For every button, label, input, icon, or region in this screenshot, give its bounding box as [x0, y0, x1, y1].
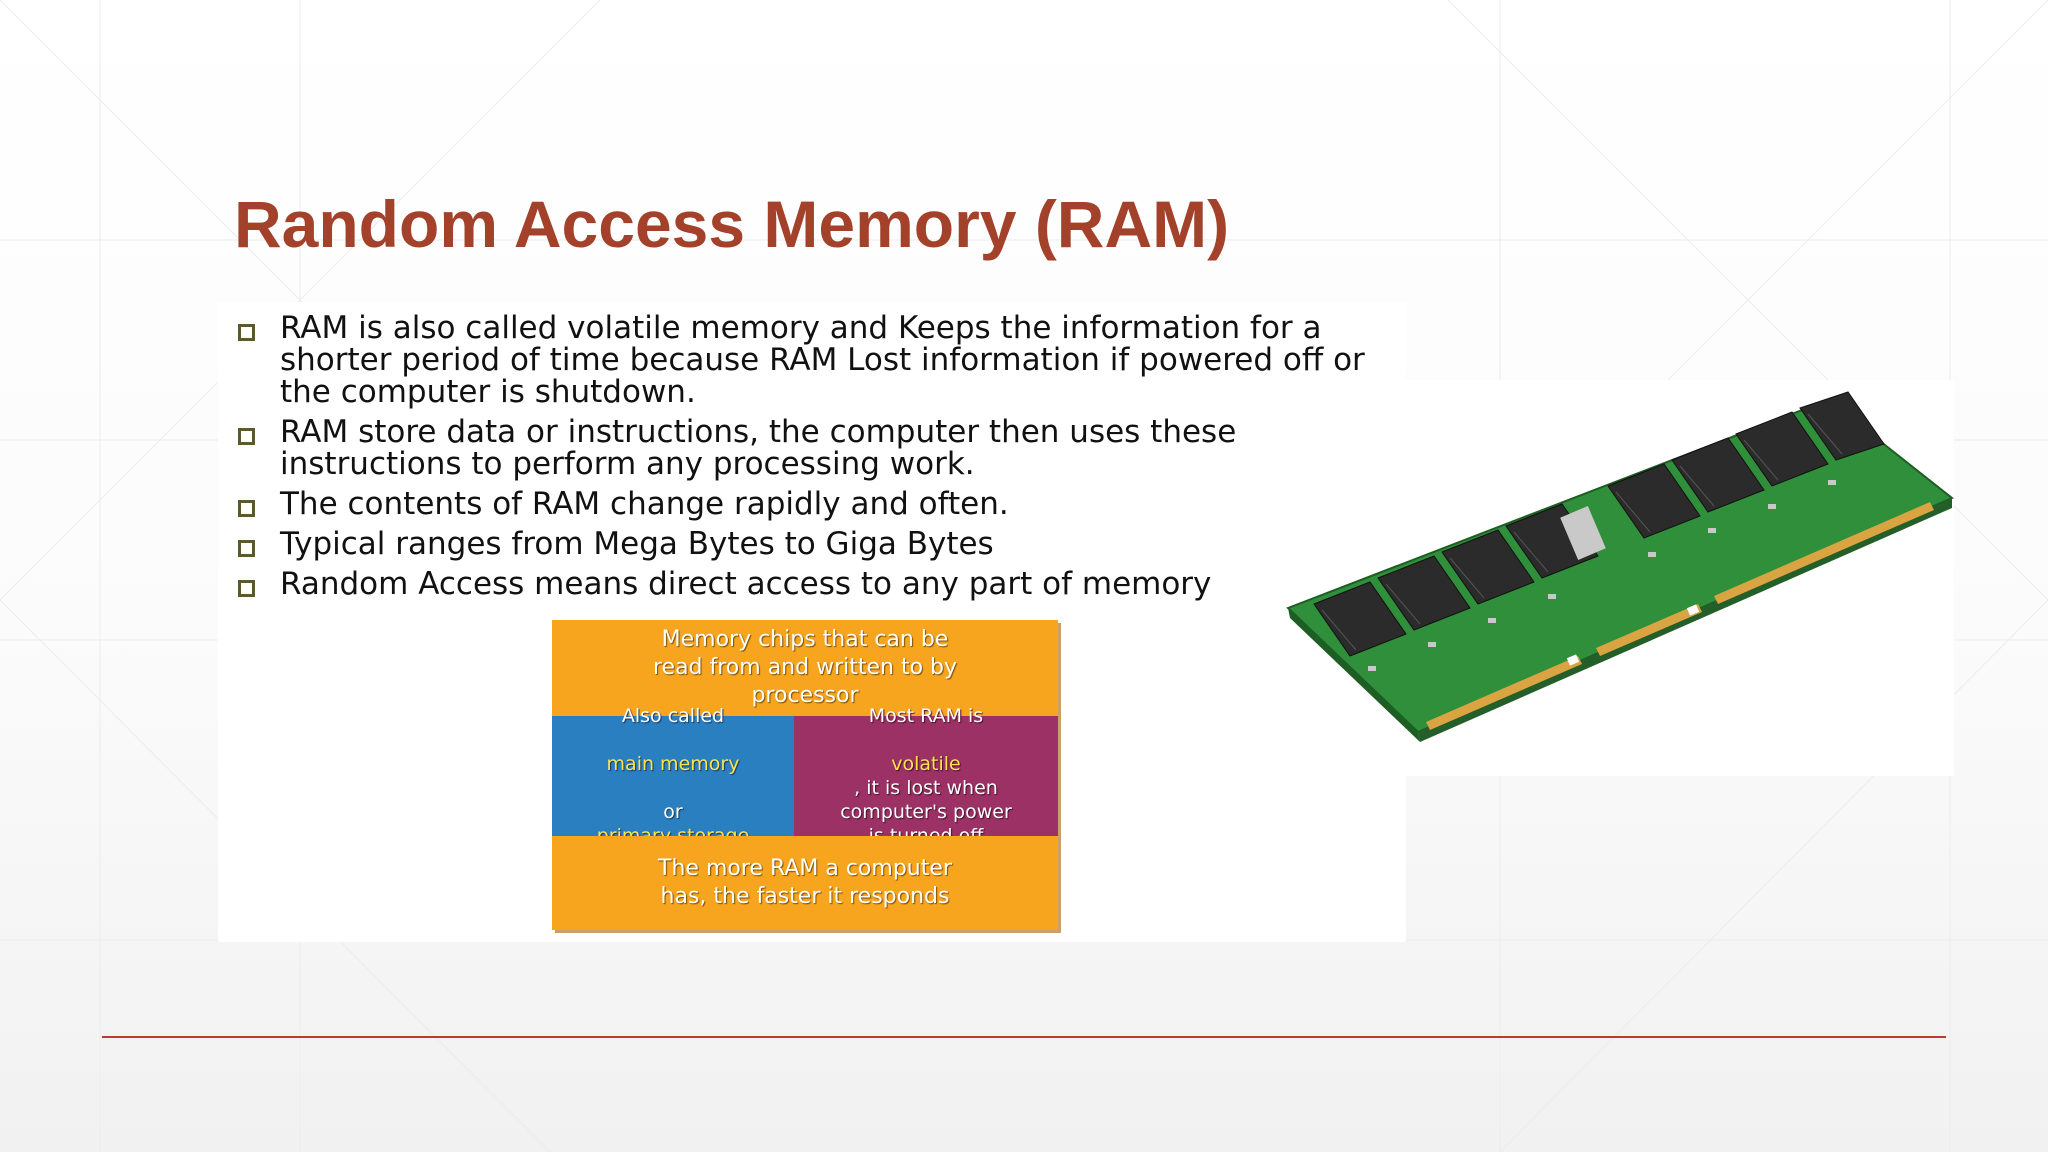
bullet-item: Typical ranges from Mega Bytes to Giga B…	[234, 528, 1394, 560]
ram-module-icon	[1286, 391, 1954, 742]
bullet-item: The contents of RAM change rapidly and o…	[234, 488, 1394, 520]
diagram-right-highlight: volatile	[891, 753, 961, 775]
diagram-right-box: Most RAM is volatile, it is lost when co…	[794, 705, 1058, 847]
diagram-bottom-box: The more RAM a computer has, the faster …	[552, 836, 1058, 930]
square-bullet-icon	[238, 580, 255, 597]
bullet-item: RAM store data or instructions, the comp…	[234, 416, 1394, 480]
bullet-item: Random Access means direct access to any…	[234, 568, 1394, 600]
diagram-left-text: Also called main memory or primary stora…	[593, 704, 753, 848]
bullet-text: The contents of RAM change rapidly and o…	[280, 486, 1009, 522]
diagram-right-line1: Most RAM is	[868, 705, 984, 727]
diagram-left-line1: Also called	[621, 705, 725, 727]
bullet-text: RAM store data or instructions, the comp…	[280, 414, 1237, 482]
bullet-text: Typical ranges from Mega Bytes to Giga B…	[280, 526, 994, 562]
square-bullet-icon	[238, 540, 255, 557]
diagram-top-box: Memory chips that can be read from and w…	[552, 620, 1058, 716]
diagram-left-line2: or	[663, 801, 683, 823]
square-bullet-icon	[238, 500, 255, 517]
bullet-list: RAM is also called volatile memory and K…	[234, 312, 1394, 608]
square-bullet-icon	[238, 428, 255, 445]
bullet-text: Random Access means direct access to any…	[280, 566, 1212, 602]
diagram-left-box: Also called main memory or primary stora…	[552, 705, 794, 847]
diagram-right-text: Most RAM is volatile, it is lost when co…	[831, 704, 1021, 848]
square-bullet-icon	[238, 324, 255, 341]
slide-title: Random Access Memory (RAM)	[234, 187, 1230, 261]
diagram-left-highlight1: main memory	[606, 753, 740, 775]
ram-diagram: Memory chips that can be read from and w…	[552, 620, 1058, 930]
footer-divider	[102, 1036, 1946, 1038]
bullet-item: RAM is also called volatile memory and K…	[234, 312, 1394, 408]
diagram-top-text: Memory chips that can be read from and w…	[652, 627, 958, 708]
bullet-text: RAM is also called volatile memory and K…	[280, 310, 1365, 410]
diagram-bottom-text: The more RAM a computer has, the faster …	[658, 856, 952, 909]
